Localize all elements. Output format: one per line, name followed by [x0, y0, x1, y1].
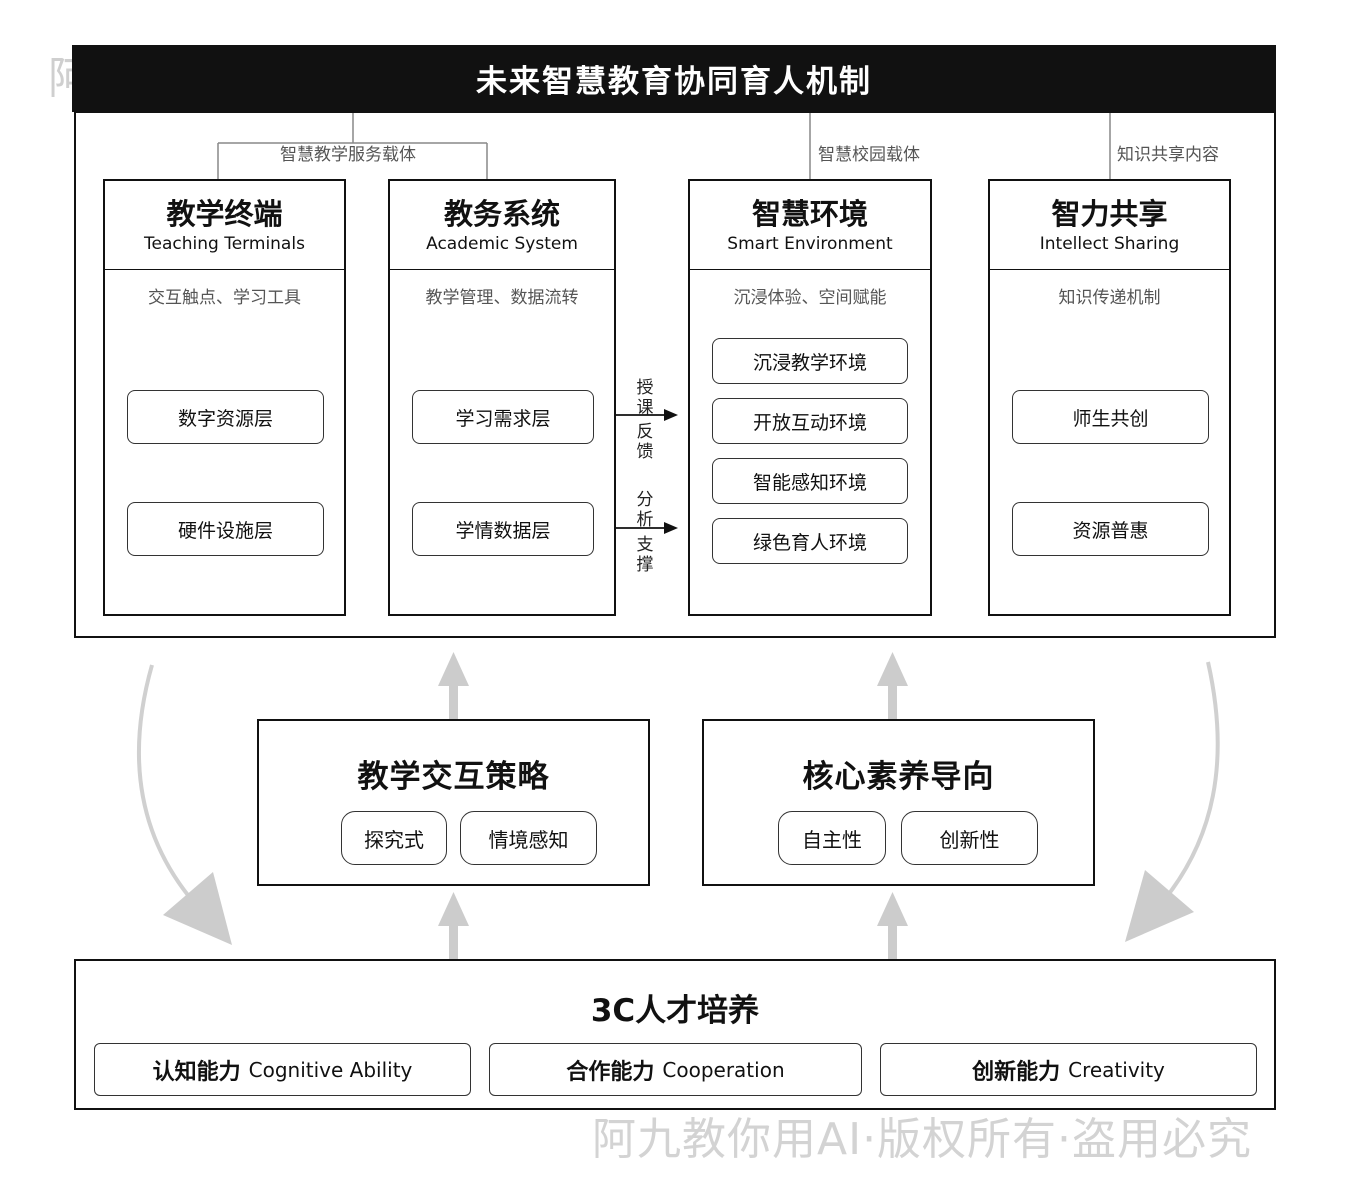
- column-subtitle: Smart Environment: [727, 234, 893, 254]
- column-header: 智慧环境 Smart Environment: [690, 181, 930, 270]
- ability-en-label: Cooperation: [662, 1057, 785, 1082]
- carrier-label-teaching-service: 智慧教学服务载体: [280, 145, 416, 165]
- column-intellect-sharing: 智力共享 Intellect Sharing 知识传递机制 师生共创 资源普惠: [988, 179, 1231, 616]
- up-arrow-literacy-to-frame: [877, 652, 908, 720]
- ability-cn-label: 合作能力: [566, 1059, 655, 1085]
- column-teaching-terminals: 教学终端 Teaching Terminals 交互触点、学习工具 数字资源层 …: [103, 179, 346, 616]
- literacy-tag-innovation: 创新性: [901, 811, 1038, 865]
- column-header: 智力共享 Intellect Sharing: [990, 181, 1229, 270]
- sharing-co-creation: 师生共创: [1012, 390, 1209, 444]
- strategy-title: 教学交互策略: [357, 759, 550, 795]
- column-smart-environment: 智慧环境 Smart Environment 沉浸体验、空间赋能 沉浸教学环境 …: [688, 179, 932, 616]
- column-academic-system: 教务系统 Academic System 教学管理、数据流转 学习需求层 学情数…: [388, 179, 616, 616]
- column-description: 交互触点、学习工具: [148, 288, 301, 308]
- ability-en-label: Cognitive Ability: [248, 1057, 413, 1082]
- strategy-tag-situational: 情境感知: [460, 811, 597, 865]
- column-header: 教学终端 Teaching Terminals: [105, 181, 344, 270]
- carrier-label-campus: 智慧校园载体: [818, 145, 920, 165]
- curved-arrow-left-head: [163, 872, 232, 945]
- column-title: 智力共享: [1051, 197, 1168, 231]
- layer-learning-data: 学情数据层: [412, 502, 594, 556]
- up-arrow-talent-to-literacy: [877, 892, 908, 960]
- column-title: 教学终端: [166, 197, 283, 231]
- env-open-interactive: 开放互动环境: [712, 398, 908, 444]
- curved-arrow-right-head: [1125, 870, 1194, 942]
- flow-label-feedback: 反馈: [636, 422, 654, 462]
- ability-cognitive: 认知能力 Cognitive Ability: [94, 1043, 471, 1096]
- ecosystem-frame: [74, 111, 1276, 638]
- flow-label-analysis: 分析: [636, 490, 654, 530]
- up-arrow-talent-to-strategy: [438, 892, 469, 960]
- curved-arrow-right: [1158, 661, 1220, 907]
- column-subtitle: Academic System: [426, 234, 578, 254]
- watermark-bottom: 阿九教你用AI·版权所有·盗用必究: [592, 1114, 1253, 1165]
- literacy-title: 核心素养导向: [802, 759, 995, 795]
- page-title: 未来智慧教育协同育人机制: [72, 45, 1276, 112]
- strategy-tag-inquiry: 探究式: [341, 811, 447, 865]
- ability-en-label: Creativity: [1068, 1057, 1165, 1082]
- column-subtitle: Intellect Sharing: [1039, 234, 1180, 254]
- ability-cn-label: 创新能力: [972, 1059, 1061, 1085]
- layer-digital-resources: 数字资源层: [127, 390, 324, 444]
- column-description: 沉浸体验、空间赋能: [733, 288, 887, 308]
- talent-cultivation-3c: 3C人才培养 认知能力 Cognitive Ability 合作能力 Coope…: [74, 959, 1276, 1110]
- flow-label-teach: 授课: [636, 378, 654, 418]
- column-title: 教务系统: [443, 197, 560, 231]
- column-subtitle: Teaching Terminals: [144, 234, 305, 254]
- env-immersive: 沉浸教学环境: [712, 338, 908, 384]
- env-intelligent-perception: 智能感知环境: [712, 458, 908, 504]
- column-description: 教学管理、数据流转: [425, 288, 579, 308]
- flow-label-support: 支撑: [636, 535, 654, 575]
- talent-title: 3C人才培养: [590, 993, 760, 1029]
- ability-cooperation: 合作能力 Cooperation: [489, 1043, 862, 1096]
- literacy-tag-autonomy: 自主性: [778, 811, 886, 865]
- sharing-inclusive-resources: 资源普惠: [1012, 502, 1209, 556]
- up-arrow-strategy-to-frame: [438, 652, 469, 720]
- carrier-label-knowledge: 知识共享内容: [1117, 145, 1219, 165]
- ability-cn-label: 认知能力: [152, 1059, 241, 1085]
- column-description: 知识传递机制: [1058, 288, 1161, 308]
- ability-creativity: 创新能力 Creativity: [880, 1043, 1257, 1096]
- layer-learning-needs: 学习需求层: [412, 390, 594, 444]
- core-literacy-orientation: 核心素养导向 自主性 创新性: [702, 719, 1095, 886]
- layer-hardware: 硬件设施层: [127, 502, 324, 556]
- env-green-education: 绿色育人环境: [712, 518, 908, 564]
- teaching-interaction-strategy: 教学交互策略 探究式 情境感知: [257, 719, 650, 886]
- carrier-bracket-teaching: [217, 112, 488, 180]
- column-header: 教务系统 Academic System: [390, 181, 614, 270]
- column-title: 智慧环境: [751, 197, 868, 231]
- curved-arrow-left: [137, 664, 198, 907]
